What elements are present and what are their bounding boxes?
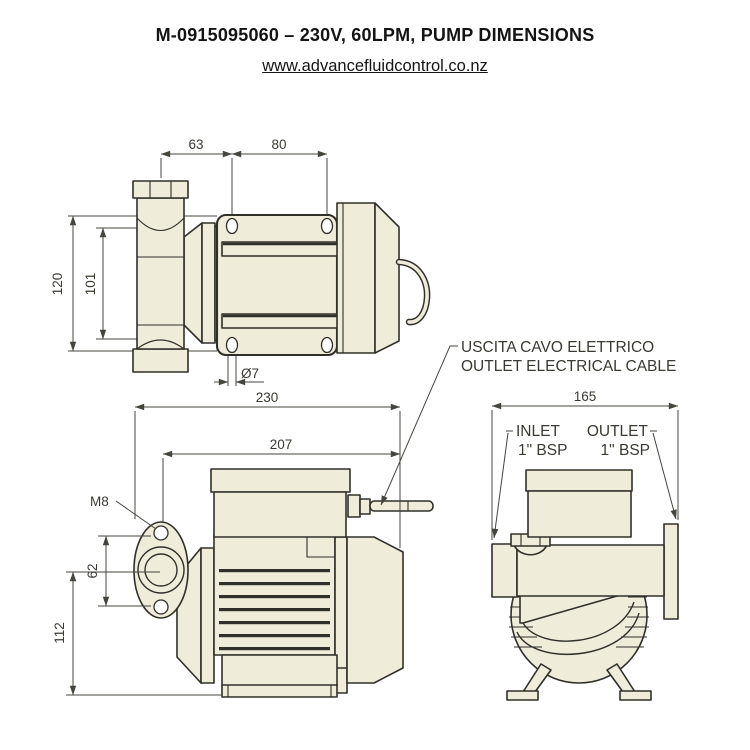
pipe-union-nut — [132, 180, 189, 199]
cable-gland-nut — [347, 494, 361, 518]
extension-lines-230 — [134, 411, 401, 548]
flange-bolt-hole-bottom — [153, 599, 169, 615]
dim-63-label: 63 — [188, 137, 203, 152]
callout-line2: OUTLET ELECTRICAL CABLE — [461, 358, 676, 375]
dim-230-label: 230 — [256, 390, 279, 405]
m8-leader-line — [115, 500, 157, 530]
mounting-hole — [320, 336, 334, 354]
outlet-flange — [663, 523, 679, 620]
foot-base-plate — [221, 684, 338, 698]
page-title: M-0915095060 – 230V, 60LPM, PUMP DIMENSI… — [155, 25, 595, 45]
pump-casing-barrel — [516, 544, 665, 597]
mounting-hole — [225, 336, 239, 354]
dim-hole-dia-label: Ø7 — [241, 366, 259, 381]
dim-80-label: 80 — [271, 137, 286, 152]
volute-arc-outer — [522, 601, 635, 642]
port-bore — [144, 553, 178, 587]
cable-gland-body — [359, 498, 371, 515]
inlet-leader-line — [492, 432, 509, 539]
cable-callout: USCITA CAVO ELETTRICO OUTLET ELECTRICAL … — [380, 339, 676, 506]
union-nut-flats — [149, 181, 172, 198]
motor-foot-plate — [215, 213, 339, 357]
pipe-casing-arc-top — [136, 217, 185, 232]
flange-bolt-hole-top — [153, 525, 169, 541]
dim-207-label: 207 — [270, 437, 293, 452]
fan-cover-top — [374, 202, 400, 354]
inlet-pipe — [136, 197, 185, 350]
mounting-hole — [225, 217, 239, 235]
right-foot-pad — [619, 690, 652, 701]
mounting-hole — [320, 217, 334, 235]
outlet-size-label: 1" BSP — [601, 442, 650, 459]
callout-line1: USCITA CAVO ELETTRICO — [461, 339, 654, 356]
dim-165-label: 165 — [574, 389, 597, 404]
cooling-fins — [219, 569, 330, 651]
extension-lines-112 — [66, 571, 222, 696]
foot-base-notches — [227, 685, 332, 697]
terminal-box-end — [527, 490, 632, 538]
cable-outlet-stub — [369, 500, 434, 512]
port-flange-side — [133, 521, 189, 619]
port-boss-outer — [137, 546, 185, 594]
end-view: 165 INLET 1" BSP OUTLET 1" BSP — [491, 389, 679, 701]
website-link[interactable]: www.advancefluidcontrol.co.nz — [262, 57, 488, 75]
inlet-size-label: 1" BSP — [518, 442, 567, 459]
casing-throat-top — [183, 222, 203, 344]
end-view-dimensions: 165 INLET 1" BSP OUTLET 1" BSP — [491, 389, 679, 540]
top-view: 63 80 120 101 Ø7 — [50, 137, 431, 386]
pipe-union-bottom — [132, 348, 189, 373]
left-foot-pad — [506, 690, 539, 701]
volute-arc-inner — [516, 612, 640, 656]
inlet-flange — [491, 543, 518, 598]
outlet-label: OUTLET — [587, 423, 649, 440]
top-view-pump — [132, 180, 431, 373]
power-cable-fill — [397, 260, 429, 324]
end-view-pump — [491, 469, 679, 701]
side-view-pump — [133, 468, 434, 698]
outlet-leader-line — [652, 432, 677, 520]
casing-flange-plate-top — [201, 222, 216, 344]
pipe-joint-lines — [137, 256, 184, 326]
casing-flange-plate-side — [200, 547, 215, 684]
side-view: 230 207 M8 62 112 USCITA CAVO ELETTRICO … — [52, 339, 676, 698]
extension-lines-165 — [491, 410, 679, 540]
pipe-casing-arc-bottom — [136, 339, 185, 350]
extension-lines-62 — [98, 535, 151, 607]
front-foot — [221, 654, 338, 687]
callout-leader-line — [380, 345, 458, 506]
dim-62-label: 62 — [85, 563, 100, 578]
top-view-dimensions: 63 80 120 101 Ø7 — [50, 137, 328, 386]
inlet-label: INLET — [516, 423, 560, 440]
extension-lines-hole-dia — [227, 356, 237, 386]
terminal-box-side — [213, 491, 347, 538]
motor-step-line — [306, 535, 335, 558]
dim-112-label: 112 — [52, 622, 67, 644]
terminal-box-lid-end — [525, 469, 633, 492]
extension-lines-63-80 — [160, 158, 328, 217]
dim-101-label: 101 — [83, 273, 98, 296]
side-view-dimensions: 230 207 M8 62 112 — [52, 390, 401, 696]
fan-cover-side — [346, 536, 404, 684]
dim-120-label: 120 — [50, 273, 65, 296]
terminal-box-lid-side — [210, 468, 351, 493]
thread-m8-label: M8 — [90, 494, 109, 509]
website-line: www.advancefluidcontrol.co.nz — [0, 57, 750, 76]
